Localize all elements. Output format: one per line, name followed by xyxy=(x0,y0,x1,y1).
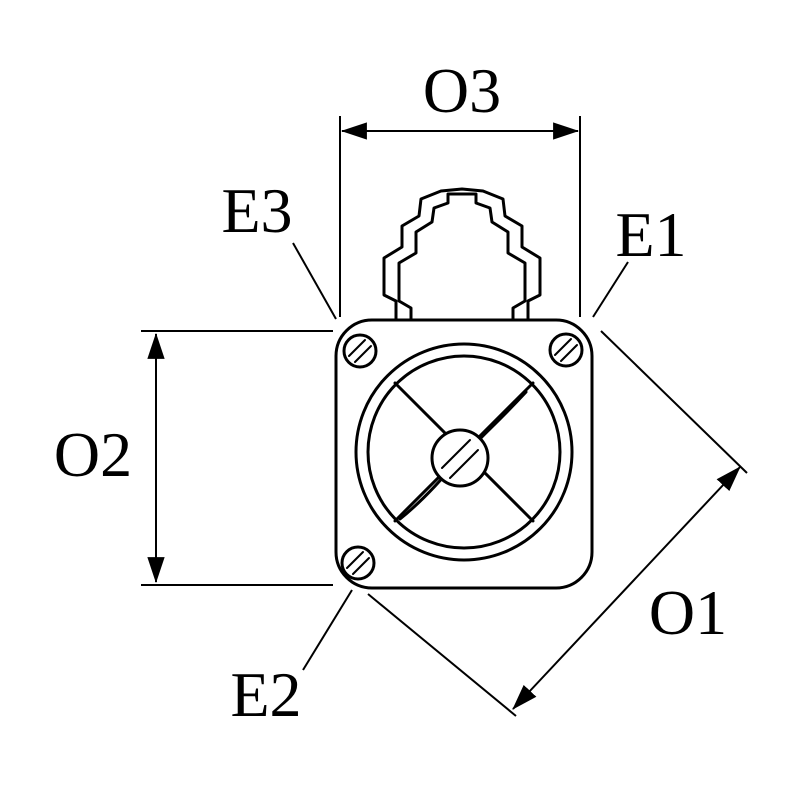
bolt-hole-circle xyxy=(548,332,584,368)
callout-e3: E3 xyxy=(221,175,337,320)
callout-e2: E2 xyxy=(230,589,353,730)
hatch-line xyxy=(441,439,471,469)
extension-line xyxy=(600,330,748,474)
dimension-line xyxy=(512,466,741,710)
bolt-hole-circle xyxy=(342,333,378,369)
hatch-line xyxy=(449,449,479,479)
extension-line xyxy=(367,593,517,717)
dimension-label-o1: O1 xyxy=(649,577,727,648)
bolt-hole-bottom-left xyxy=(340,545,376,581)
leader-line xyxy=(302,589,353,671)
callout-e1: E1 xyxy=(592,199,687,318)
callout-label-e3: E3 xyxy=(221,175,292,246)
hatch-line xyxy=(346,551,364,569)
dimension-o2: O2 xyxy=(54,330,333,586)
dimension-o1: O1 xyxy=(367,330,748,717)
hatch-line xyxy=(554,338,572,356)
hatch-line xyxy=(352,557,370,575)
solenoid-cap xyxy=(382,187,542,322)
leader-line xyxy=(592,261,629,318)
leader-line xyxy=(292,242,337,320)
bolt-hole-top-left xyxy=(342,333,378,369)
shaft-hole xyxy=(430,428,490,488)
pilot-circle-outer xyxy=(354,342,574,562)
bolt-hole-circle xyxy=(340,545,376,581)
dimension-label-o3: O3 xyxy=(423,55,501,126)
hatch-line xyxy=(348,339,366,357)
solenoid-cap-outer-contour xyxy=(382,187,542,322)
pilot-circle-inner xyxy=(366,354,562,550)
hatch-line xyxy=(354,345,372,363)
dimension-o3: O3 xyxy=(339,55,581,317)
dimension-label-o2: O2 xyxy=(54,419,132,490)
callout-label-e1: E1 xyxy=(615,199,686,270)
bolt-hole-top-right xyxy=(548,332,584,368)
hatch-line xyxy=(560,344,578,362)
solenoid-cap-inner-contour xyxy=(397,192,527,322)
callout-label-e2: E2 xyxy=(230,659,301,730)
shaft-circle xyxy=(430,428,490,488)
